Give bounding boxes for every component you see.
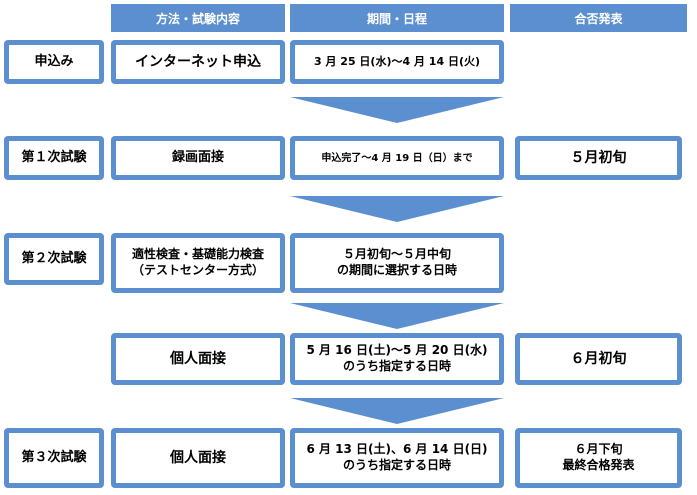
header-method: 方法・試験内容 [111,4,285,32]
flow-arrow-icon [290,398,504,424]
stage-application: 申込み [4,40,104,84]
period-first-exam: 申込完了〜4 月 19 日（日）まで [290,136,504,180]
period-interview-2: 6 月 13 日(土)、6 月 14 日(日) のうち指定する日時 [290,428,504,488]
stage-label: 第３次試験 [21,449,87,465]
method-interview-1: 個人面接 [111,333,285,385]
period-application: 3 月 25 日(水)〜4 月 14 日(火) [290,40,504,84]
period-text-line-1: ５月初旬〜５月中旬 [342,247,451,262]
result-text: ５月初旬 [570,149,627,166]
method-aptitude-test: 適性検査・基礎能力検査 （テストセンター方式） [111,233,285,293]
method-text: 個人面接 [170,449,226,466]
header-period: 期間・日程 [290,4,504,32]
header-result: 合否発表 [510,4,687,32]
stage-second-exam: 第２次試験 [4,233,104,285]
method-application: インターネット申込 [111,40,285,84]
result-first-exam: ５月初旬 [515,136,682,180]
period-text-line-1: 5 月 16 日(土)〜5 月 20 日(水) [306,343,488,358]
result-final: ６月下旬 最終合格発表 [515,428,682,488]
result-text-line-1: ６月下旬 [574,442,623,457]
flow-arrow-icon [290,196,504,222]
stage-third-exam: 第３次試験 [4,428,104,488]
result-text-line-2: 最終合格発表 [562,458,635,472]
method-text: 個人面接 [170,350,226,367]
result-second-exam: ６月初旬 [515,333,682,385]
period-aptitude-test: ５月初旬〜５月中旬 の期間に選択する日時 [290,233,504,293]
result-text: ６月初旬 [570,350,627,367]
flow-arrow-icon [290,303,504,329]
method-first-exam: 録画面接 [111,136,285,180]
period-text: 申込完了〜4 月 19 日（日）まで [321,152,473,164]
method-text: インターネット申込 [135,53,261,70]
method-text-line-1: 適性検査・基礎能力検査 [131,247,264,262]
method-text: 録画面接 [171,149,224,165]
period-text-line-2: の期間に選択する日時 [336,263,457,277]
stage-label: 第１次試験 [21,149,87,165]
period-text-line-2: のうち指定する日時 [342,359,451,373]
method-text-line-2: （テストセンター方式） [131,263,264,277]
stage-label: 第２次試験 [21,250,87,266]
method-interview-2: 個人面接 [111,428,285,488]
period-interview-1: 5 月 16 日(土)〜5 月 20 日(水) のうち指定する日時 [290,333,504,385]
stage-label: 申込み [34,53,74,69]
flow-arrow-icon [290,97,504,123]
period-text-line-1: 6 月 13 日(土)、6 月 14 日(日) [306,442,488,457]
period-text: 3 月 25 日(水)〜4 月 14 日(火) [313,54,480,68]
period-text-line-2: のうち指定する日時 [342,458,451,472]
stage-first-exam: 第１次試験 [4,136,104,180]
